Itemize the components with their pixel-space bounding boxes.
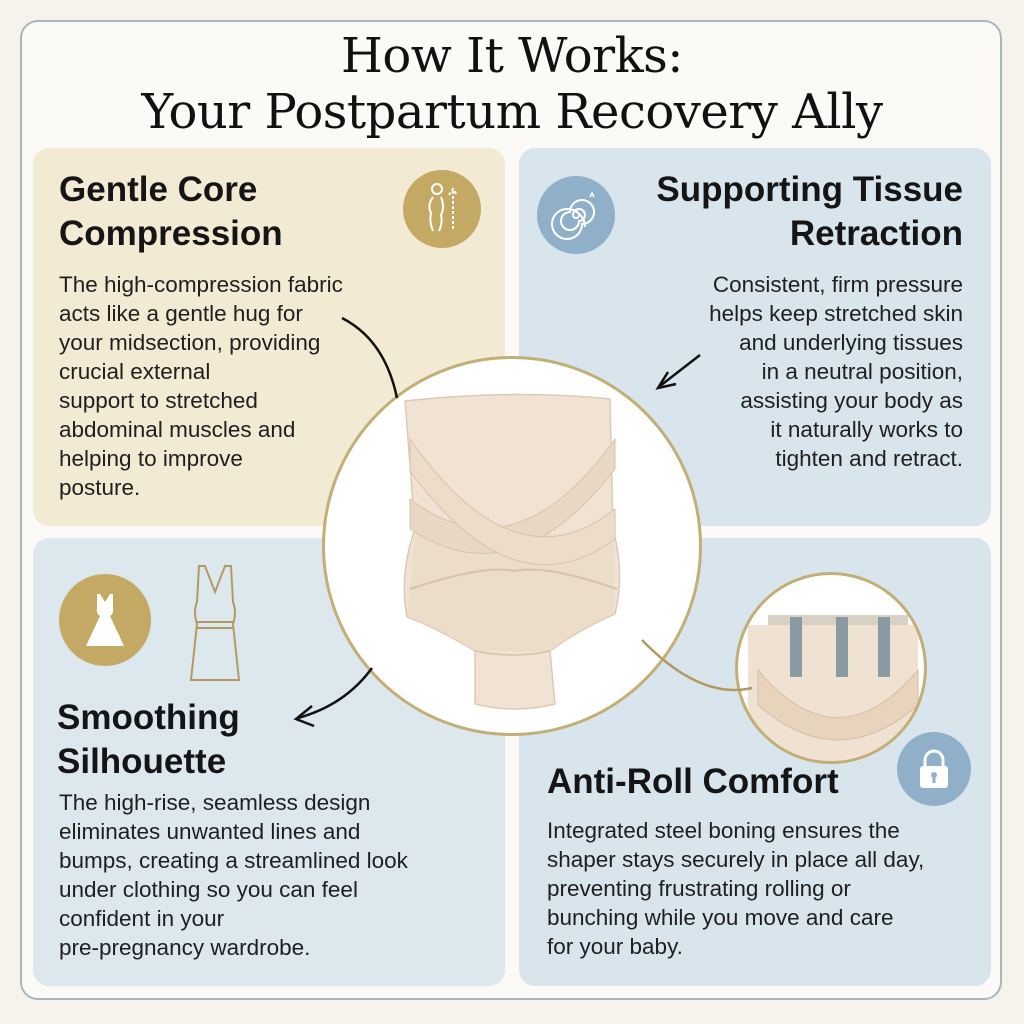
panel-core-compression: Gentle Core Compression The high-compres… — [33, 148, 505, 526]
page-title: How It Works: Your Postpartum Recovery A… — [0, 28, 1024, 140]
tissue-body: Consistent, firm pressure helps keep str… — [709, 272, 963, 471]
posture-figure-icon — [403, 170, 481, 248]
title-line-2: Your Postpartum Recovery Ally — [141, 84, 883, 140]
title-line-1: How It Works: — [341, 28, 683, 84]
spiral-icon — [537, 176, 615, 254]
dress-icon — [59, 574, 151, 666]
lock-icon — [897, 732, 971, 806]
core-heading: Gentle Core Compression — [59, 170, 283, 253]
panel-tissue-retraction: Supporting Tissue Retraction Consistent,… — [519, 148, 991, 526]
product-image — [322, 356, 702, 736]
panel-smoothing-silhouette: Smoothing Silhouette The high-rise, seam… — [33, 538, 505, 986]
boning-detail-image — [735, 572, 927, 764]
smooth-body: The high-rise, seamless design eliminate… — [59, 790, 408, 960]
dress-outline-icon — [183, 562, 247, 693]
anti-body: Integrated steel boning ensures the shap… — [547, 818, 925, 959]
tissue-heading: Supporting Tissue Retraction — [656, 170, 963, 253]
anti-heading: Anti-Roll Comfort — [547, 762, 839, 801]
smooth-heading: Smoothing Silhouette — [57, 698, 240, 781]
core-body: The high-compression fabric acts like a … — [59, 272, 343, 500]
